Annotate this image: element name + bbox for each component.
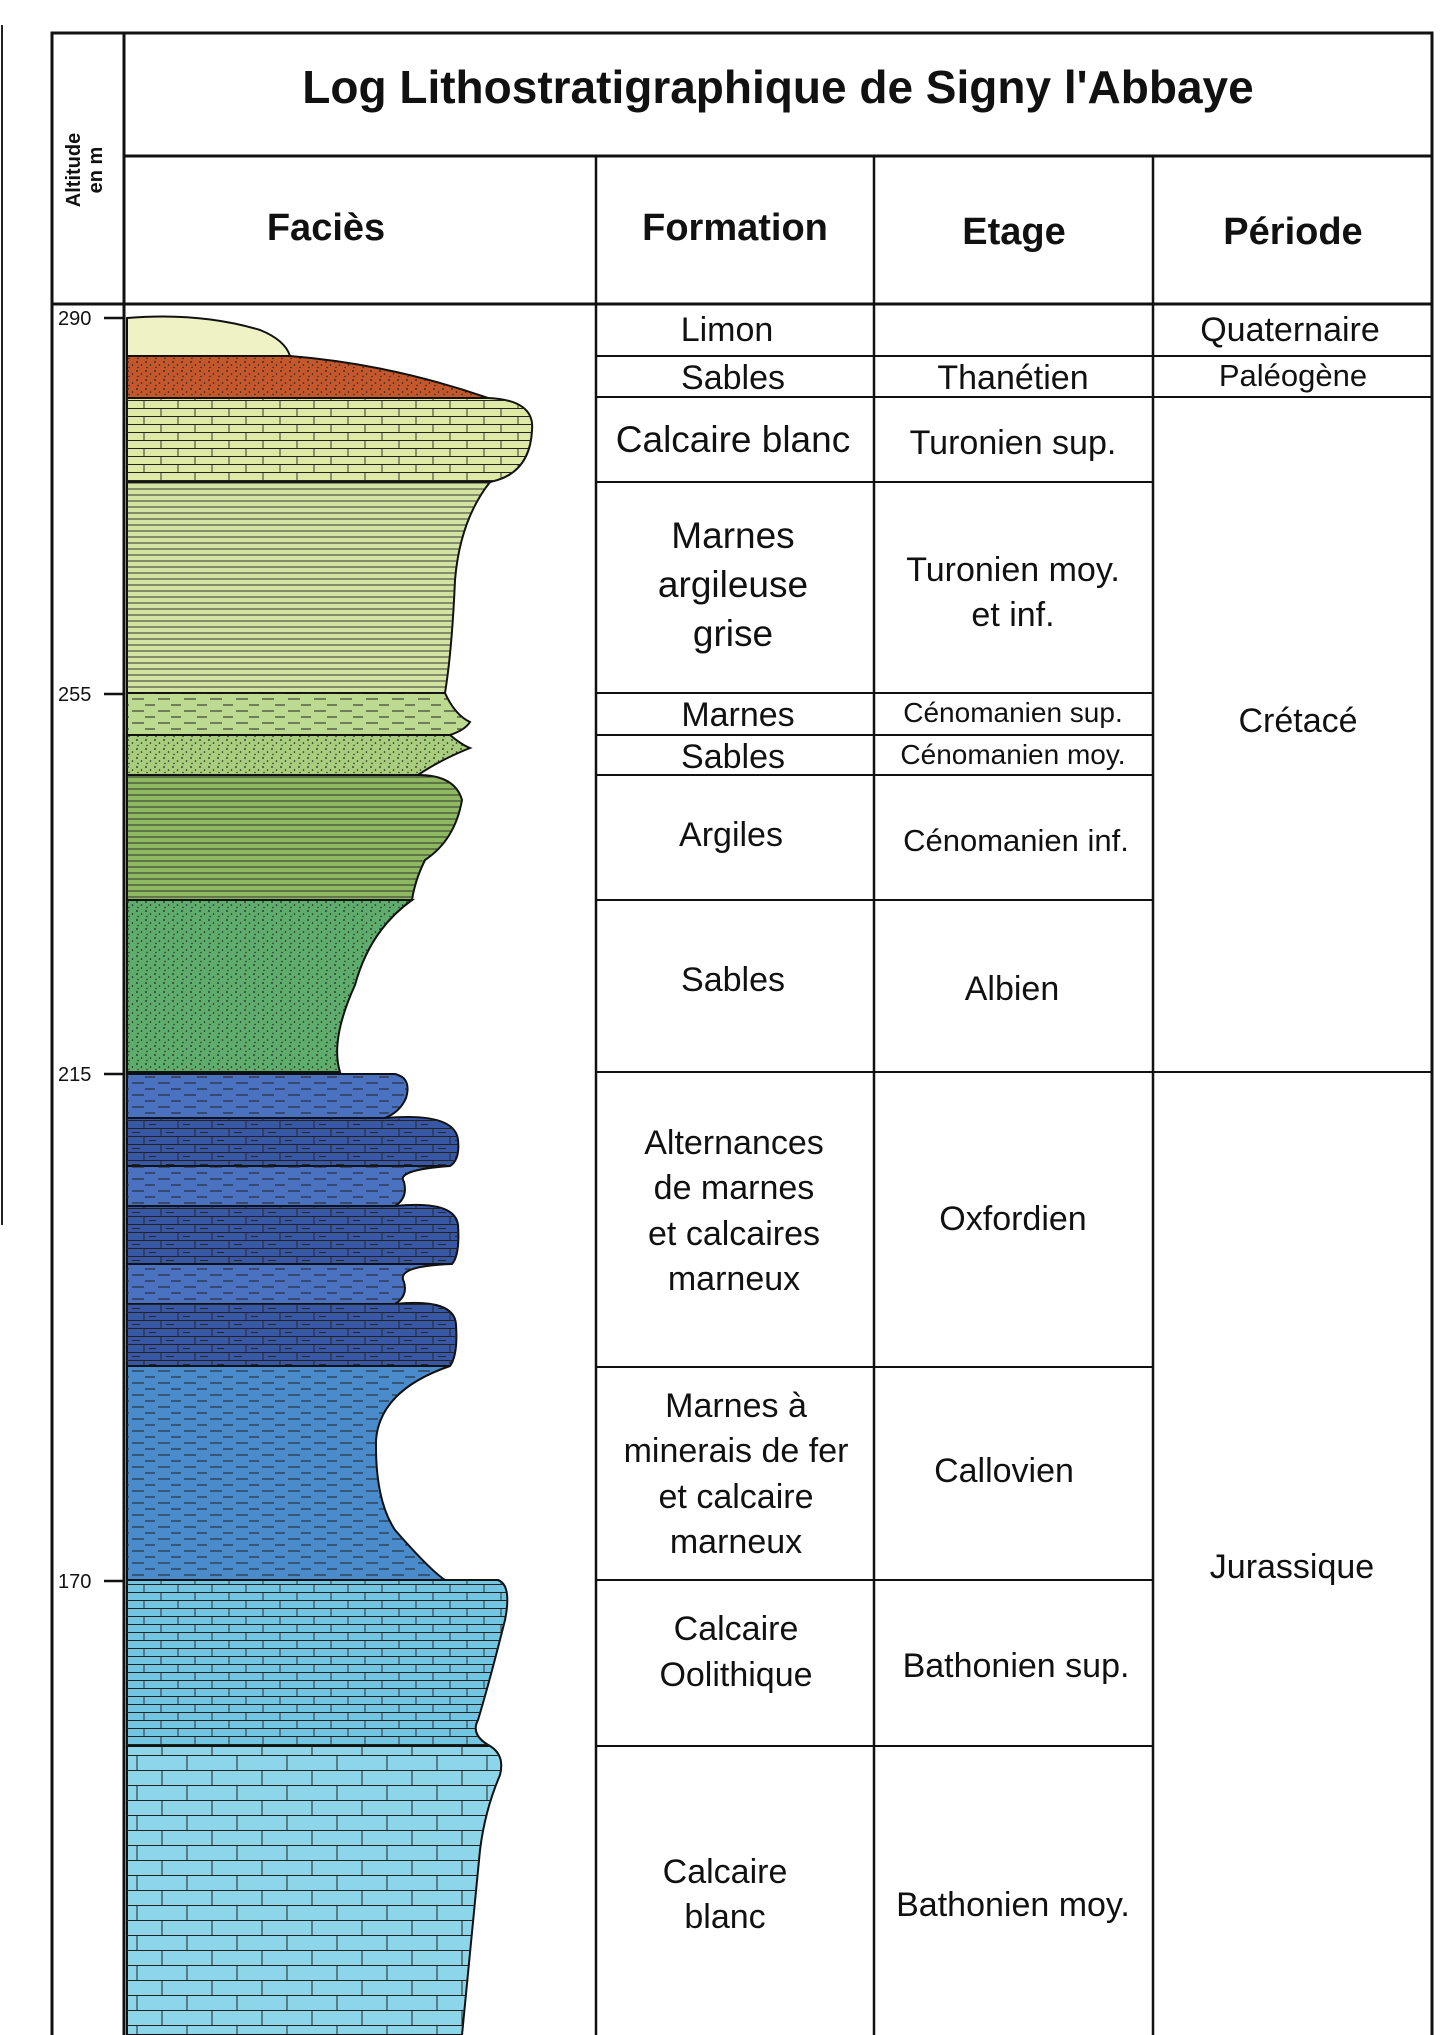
formation-label: marneux <box>670 1523 802 1561</box>
altitude-axis-label: Altitude en m <box>63 133 107 207</box>
tick-label: 170 <box>58 1571 91 1593</box>
etage-label: Cénomanien inf. <box>903 823 1129 858</box>
svg-text:Altitude: Altitude <box>63 133 85 207</box>
periode-label: Quaternaire <box>1200 311 1380 349</box>
layer-calcaire-blanc-turonien <box>127 398 532 482</box>
layer-sables-albien <box>127 900 412 1072</box>
formation-label: Alternances <box>644 1124 824 1162</box>
header-etage: Etage <box>962 211 1065 253</box>
etage-label: Oxfordien <box>939 1200 1086 1238</box>
formation-label: Calcaire blanc <box>616 419 850 460</box>
etage-label: et inf. <box>971 596 1054 634</box>
periode-label: Paléogène <box>1219 358 1367 393</box>
formation-label: Calcaire <box>674 1610 799 1648</box>
formation-label: Marnes <box>671 515 794 556</box>
page-title: Log Lithostratigraphique de Signy l'Abba… <box>302 61 1253 113</box>
etage-label: Cénomanien sup. <box>903 697 1122 728</box>
etage-label: Cénomanien moy. <box>900 739 1125 770</box>
layer-sables-thanetien <box>127 356 488 398</box>
etage-column: Thanétien Turonien sup. Turonien moy. et… <box>896 359 1130 1924</box>
formation-label: Sables <box>681 961 785 999</box>
formation-label: et calcaire <box>659 1478 814 1516</box>
formation-label: Marnes <box>681 696 794 734</box>
header-formation: Formation <box>642 207 828 249</box>
formation-label: Sables <box>681 359 785 397</box>
svg-text:en m: en m <box>85 147 107 194</box>
periode-label: Crétacé <box>1238 702 1357 740</box>
layer-marnes-callovien <box>127 1366 450 1580</box>
formation-label: Marnes à <box>665 1387 807 1425</box>
etage-label: Turonien moy. <box>906 551 1120 589</box>
formation-column: Limon Sables Calcaire blanc Marnes argil… <box>616 311 850 1936</box>
layer-calcaire-blanc-bathonien <box>127 1746 501 2035</box>
layer-marnes-cenomanien <box>127 693 470 735</box>
formation-label: Sables <box>681 738 785 776</box>
periode-label: Jurassique <box>1210 1548 1374 1586</box>
formation-label: marneux <box>668 1260 800 1298</box>
layer-argiles <box>127 775 462 900</box>
layer-calcaire-oolithique <box>127 1580 507 1746</box>
etage-label: Albien <box>965 970 1060 1008</box>
formation-label: Limon <box>681 311 774 349</box>
etage-label: Bathonien sup. <box>903 1647 1130 1685</box>
header-periode: Période <box>1223 211 1362 253</box>
formation-label: de marnes <box>654 1169 815 1207</box>
etage-label: Turonien sup. <box>910 424 1117 462</box>
formation-label: argileuse <box>658 564 808 605</box>
layer-marnes-argileuse <box>127 482 490 693</box>
facies-column <box>127 317 532 2035</box>
etage-label: Callovien <box>934 1452 1074 1490</box>
formation-label: Calcaire <box>663 1853 788 1891</box>
tick-label: 215 <box>58 1064 91 1086</box>
formation-label: minerais de fer <box>624 1432 849 1470</box>
layer-alternances <box>127 1074 458 1366</box>
etage-label: Bathonien moy. <box>896 1886 1130 1924</box>
formation-label: Oolithique <box>659 1656 812 1694</box>
tick-label: 255 <box>58 684 91 706</box>
header-facies: Faciès <box>267 207 385 249</box>
tick-label: 290 <box>58 308 91 330</box>
layer-limon <box>127 317 290 357</box>
layer-sables-cenomanien <box>127 735 470 775</box>
periode-column: Quaternaire Paléogène Crétacé Jurassique <box>1200 311 1380 1586</box>
formation-label: grise <box>693 613 773 654</box>
formation-label: Argiles <box>679 816 783 854</box>
altitude-ticks: 290 255 215 170 <box>58 308 124 1593</box>
formation-label: blanc <box>684 1898 765 1936</box>
etage-label: Thanétien <box>937 359 1088 397</box>
formation-label: et calcaires <box>648 1215 820 1253</box>
